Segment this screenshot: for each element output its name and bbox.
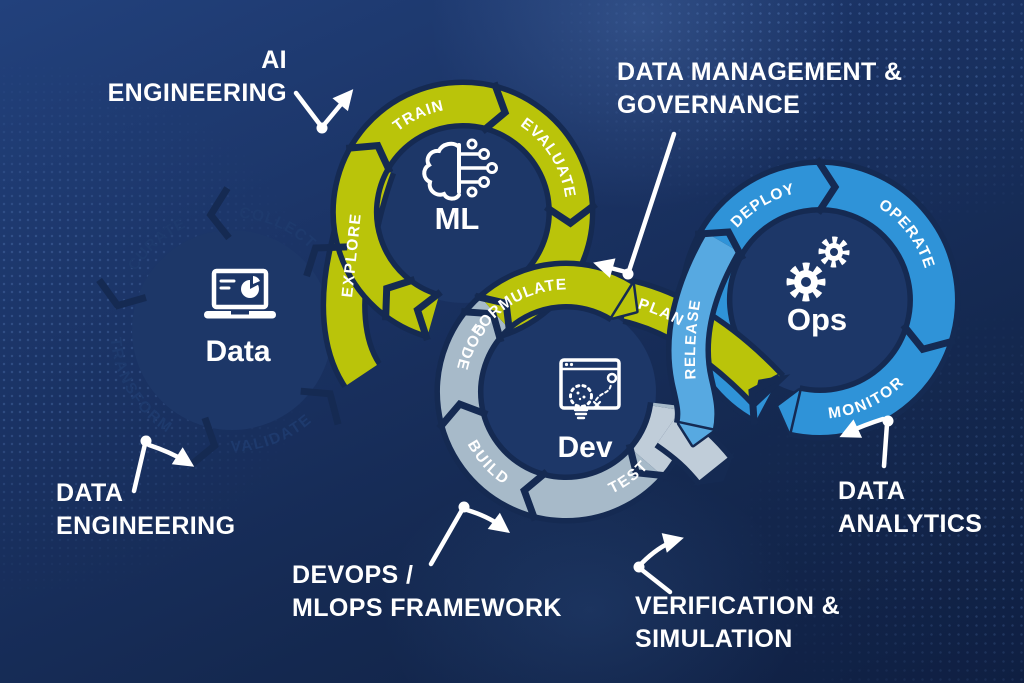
pointer-arrowhead: [593, 258, 616, 278]
annotation-data-analytics: DATA ANALYTICS: [838, 475, 982, 541]
data-analytics-pointer: [839, 415, 894, 469]
annotation-line: ENGINEERING: [56, 512, 236, 540]
pointer-dot: [622, 268, 634, 280]
pointer-dot: [316, 122, 328, 134]
segment-chevron-gap: [900, 322, 956, 354]
pointer-dot: [140, 435, 152, 447]
segment-chevron-gap: [206, 186, 232, 241]
annotation-line: ENGINEERING: [107, 79, 287, 107]
segment-chevron-gap: [382, 276, 416, 321]
segment-chevron-gap: [303, 243, 348, 278]
pointer-arrowhead: [839, 419, 863, 438]
annotation-line: DATA: [838, 477, 906, 505]
verification-pointer: [633, 533, 684, 595]
dev-center-label: Dev: [557, 431, 612, 464]
dev-inner-disc: [476, 302, 656, 482]
gears-icon: [786, 236, 850, 302]
data-engineering-pointer: [131, 435, 195, 494]
pointer-arrowhead: [171, 447, 195, 467]
segment-chevron-gap: [187, 416, 219, 469]
formulate-arrow-tip: [610, 282, 639, 320]
link-tail-notch: [692, 452, 735, 486]
annotation-line: DATA MANAGEMENT &: [617, 58, 903, 86]
annotation-line: GOVERNANCE: [617, 91, 801, 119]
data-center-label: Data: [205, 335, 270, 368]
release-band: [671, 233, 737, 431]
ml-center-label: ML: [435, 201, 480, 236]
segment-chevron-gap: [694, 228, 747, 262]
data-inner-disc: [132, 230, 332, 430]
monitor-arrow-tip: [775, 388, 802, 434]
pointer-dot: [458, 501, 470, 513]
annotation-line: VERIFICATION &: [635, 592, 841, 620]
segment-chevron-gap: [543, 201, 598, 228]
annotation-line: SIMULATION: [635, 625, 793, 653]
annotation-line: DATA: [56, 479, 124, 507]
devops-mlops-pointer: [428, 501, 511, 567]
annotation-data-engineering: DATA ENGINEERING: [56, 477, 235, 543]
ops-center-label: Ops: [787, 302, 847, 337]
segment-chevron-gap: [480, 81, 510, 134]
segment-chevron-gap: [461, 308, 505, 343]
ops-inner-disc: [725, 205, 915, 395]
pointer-dot: [633, 561, 645, 573]
segment-chevron-gap: [436, 399, 489, 431]
dev-ops-link-band: [657, 413, 731, 484]
segment-chevron-gap: [96, 277, 147, 310]
segment-chevron-gap: [345, 141, 394, 174]
ideation-window-icon: [559, 358, 621, 420]
segment-chevron-gap: [625, 443, 669, 480]
annotation-line: DEVOPS /: [292, 561, 414, 589]
annotation-line: ANALYTICS: [838, 510, 983, 538]
segment-chevron-gap: [748, 373, 782, 426]
segment-label-release: RELEASE: [682, 298, 704, 380]
release-arrow-tip: [676, 420, 716, 448]
data-management-pointer: [593, 131, 677, 280]
ai-engineering-pointer: [293, 89, 354, 134]
laptop-analytics-icon: [204, 268, 276, 319]
pointer-arrowhead: [487, 512, 511, 534]
pointer-arrowhead: [332, 89, 354, 112]
segment-chevron-gap: [413, 289, 443, 342]
ml-inner-disc: [372, 121, 554, 303]
annotation-line: AI: [261, 46, 287, 74]
brain-circuit-icon: [422, 138, 498, 201]
annotation-data-management: DATA MANAGEMENT & GOVERNANCE: [617, 56, 902, 122]
annotation-ai-engineering: AI ENGINEERING: [108, 44, 287, 110]
segment-chevron-gap: [474, 292, 514, 333]
annotation-line: MLOPS FRAMEWORK: [292, 594, 562, 622]
segment-chevron-gap: [813, 157, 840, 215]
pointer-arrowhead: [661, 533, 684, 553]
segment-chevron-gap: [300, 387, 342, 426]
segment-chevron-gap: [520, 469, 550, 522]
annotation-devops-mlops: DEVOPS / MLOPS FRAMEWORK: [292, 559, 562, 625]
annotation-verification-simulation: VERIFICATION & SIMULATION: [635, 590, 840, 656]
pointer-dot: [882, 415, 894, 427]
